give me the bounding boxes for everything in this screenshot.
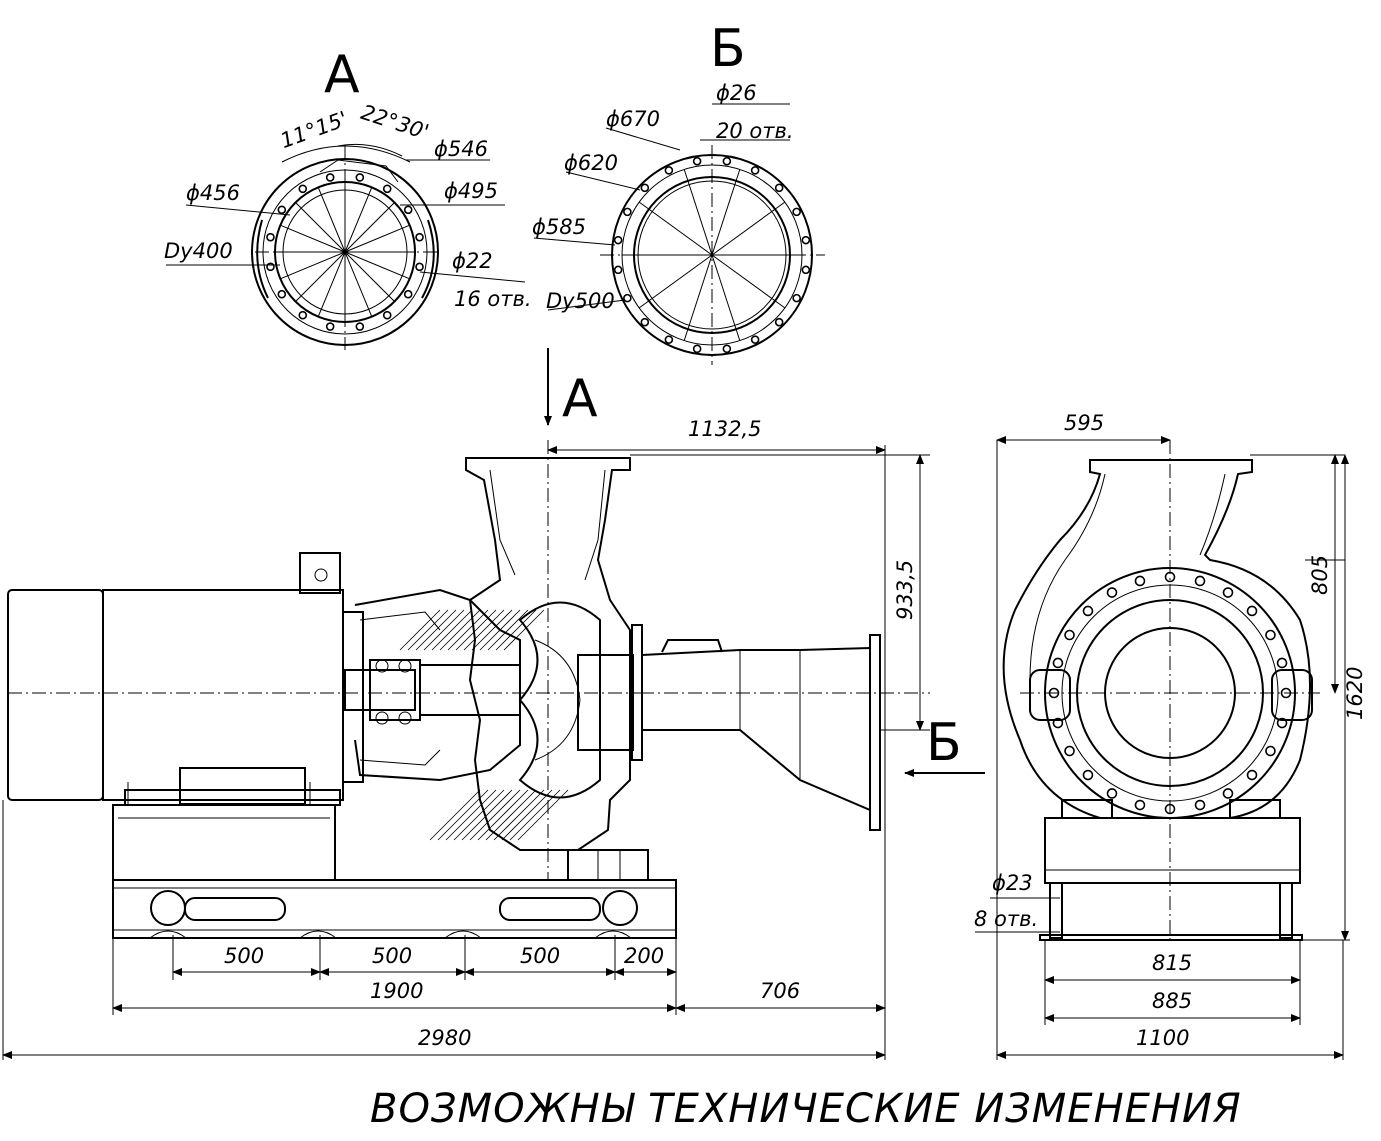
bolt-hole [325,322,335,331]
dim-1100: 1100 [1136,1026,1189,1050]
bolt-hole [801,265,811,275]
dim-d620: ϕ620 [564,151,618,175]
bolt-hole [325,173,335,182]
bolt-hole [415,262,424,272]
view-a-flange: А 11°15' 22°30' ϕ546 ϕ495 ϕ456 Dy400 ϕ22… [164,45,532,350]
bolt-hole [1106,587,1118,598]
holes-16: 16 отв. [454,287,532,311]
bolt-hole [1064,629,1075,641]
bolt-hole [664,166,674,175]
dim-1900: 1900 [370,979,423,1003]
dim-dy400: Dy400 [164,239,233,263]
bolt-hole [403,205,413,215]
bolt-hole [1134,575,1146,587]
view-b-flange: Б ϕ26 20 отв. ϕ670 ϕ620 ϕ585 Dy500 [532,19,825,365]
bolt-hole [382,184,392,194]
base-frame [112,879,677,939]
holes-20: 20 отв. [716,119,794,143]
bolt-hole [415,232,424,242]
bolt-hole [613,235,623,245]
dim-933-5: 933,5 [893,560,917,620]
bolt-hole [1194,575,1206,587]
bolt-hole [623,207,632,217]
technical-changes-note: ВОЗМОЖНЫ ТЕХНИЧЕСКИЕ ИЗМЕНЕНИЯ [370,1086,1242,1132]
holes-8: 8 отв. [974,907,1038,931]
bolt-hole [1222,587,1234,598]
dim-dy500: Dy500 [546,289,615,313]
end-view: 595 805 1620 ϕ23 8 отв. 815 885 1100 [974,411,1367,1060]
pump-casing-section [429,440,649,881]
bolt-hole [277,289,287,299]
bolt-hole [266,262,275,272]
bolt-hole [722,344,732,354]
bolt-hole [355,322,365,331]
dim-2980: 2980 [418,1026,471,1050]
dim-d23: ϕ23 [992,871,1033,895]
side-view: А Б [2,348,985,1060]
bolt-hole [774,183,784,193]
bolt-hole [382,310,392,320]
dim-d546: ϕ546 [434,137,488,161]
bolt-hole [1082,769,1094,781]
bolt-hole [277,205,287,215]
bolt-hole [298,184,308,194]
dim-500-a: 500 [224,944,264,968]
bolt-hole [1134,799,1146,811]
bolt-hole [355,173,365,182]
bolt-hole [1106,788,1118,799]
dim-d456: ϕ456 [186,181,240,205]
bolt-hole [266,232,275,242]
dim-1620: 1620 [1343,667,1367,720]
dim-200: 200 [624,944,664,968]
bolt-hole [403,289,413,299]
view-b-label: Б [710,19,746,79]
bolt-hole [801,235,811,245]
bolt-hole [774,317,784,327]
bolt-hole [692,344,702,354]
bolt-hole [298,310,308,320]
electric-motor [7,552,364,806]
dim-d26: ϕ26 [716,81,757,105]
dim-1132-5: 1132,5 [688,417,761,441]
dim-500-c: 500 [520,944,560,968]
bolt-hole [1276,657,1288,669]
bolt-hole [692,156,702,166]
arrow-b-label: Б [926,713,962,773]
dim-d670: ϕ670 [606,107,660,131]
dim-500-b: 500 [372,944,412,968]
angle-22-30: 22°30' [358,100,432,144]
bearing-housing [344,588,545,782]
bolt-hole [722,156,732,166]
dim-805: 805 [1308,555,1332,595]
bolt-hole [1265,745,1276,757]
dim-815: 815 [1152,951,1192,975]
bolt-hole [792,207,801,217]
dim-d495: ϕ495 [444,179,498,203]
bolt-hole [792,293,801,303]
dim-595: 595 [1064,411,1104,435]
bolt-hole [750,166,760,175]
bolt-hole [623,293,632,303]
bolt-hole [1194,799,1206,811]
bolt-hole [1064,745,1075,757]
arrow-a-label: А [562,369,598,429]
dim-706: 706 [760,979,800,1003]
bolt-hole [1265,629,1276,641]
bolt-hole [640,183,650,193]
bolt-hole [640,317,650,327]
bolt-hole [750,335,760,344]
bolt-hole [613,265,623,275]
bolt-hole [1082,605,1094,617]
bolt-hole [1246,605,1258,617]
bolt-hole [1052,657,1064,669]
dim-885: 885 [1152,989,1192,1013]
motor-pedestal [112,804,336,881]
bolt-hole [1222,788,1234,799]
bolt-hole [664,335,674,344]
dim-d585: ϕ585 [532,215,586,239]
dim-d22: ϕ22 [452,249,493,273]
bolt-hole [1246,769,1258,781]
view-a-label: А [324,45,360,105]
